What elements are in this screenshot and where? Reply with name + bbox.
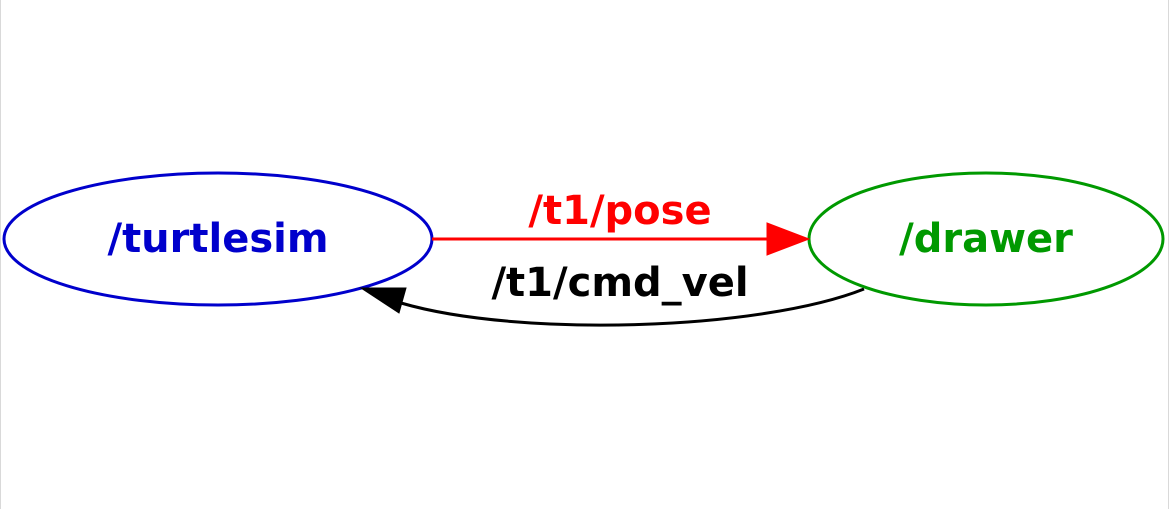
node-drawer-label: /drawer bbox=[899, 216, 1073, 262]
edge-t1-cmd-vel-arrowhead bbox=[359, 287, 407, 314]
node-turtlesim[interactable]: /turtlesim bbox=[2, 171, 434, 307]
edge-t1-pose[interactable]: /t1/pose bbox=[432, 188, 811, 256]
node-drawer[interactable]: /drawer bbox=[807, 171, 1165, 307]
edge-t1-pose-arrowhead bbox=[766, 222, 811, 256]
node-turtlesim-label: /turtlesim bbox=[107, 216, 328, 262]
edge-t1-cmd-vel-label: /t1/cmd_vel bbox=[491, 260, 748, 306]
edge-t1-pose-label: /t1/pose bbox=[528, 188, 711, 234]
edge-t1-cmd-vel[interactable]: /t1/cmd_vel bbox=[359, 260, 865, 327]
edge-t1-cmd-vel-line bbox=[400, 287, 865, 327]
